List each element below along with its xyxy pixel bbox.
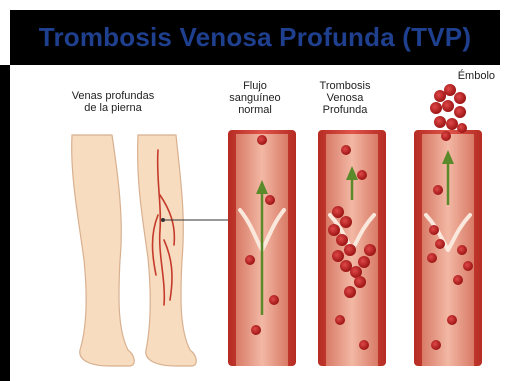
normal-vein-icon bbox=[228, 130, 296, 366]
blood-cell bbox=[335, 315, 345, 325]
embolus-vein-icon bbox=[414, 84, 482, 366]
blood-cell bbox=[433, 185, 443, 195]
blood-cell bbox=[257, 135, 267, 145]
blood-cell bbox=[251, 325, 261, 335]
blood-cell bbox=[245, 255, 255, 265]
leg-left-shape bbox=[72, 135, 135, 366]
blood-cell bbox=[447, 315, 457, 325]
blood-cell bbox=[341, 145, 351, 155]
blood-cell bbox=[359, 340, 369, 350]
blood-cell bbox=[265, 195, 275, 205]
thrombus-vein-icon bbox=[318, 130, 386, 366]
leg-illustration bbox=[72, 135, 232, 366]
leg-right-shape bbox=[138, 135, 197, 366]
blood-cell bbox=[269, 295, 279, 305]
leg-pointer-dot bbox=[161, 218, 165, 222]
blood-cell bbox=[431, 340, 441, 350]
blood-cell bbox=[357, 170, 367, 180]
